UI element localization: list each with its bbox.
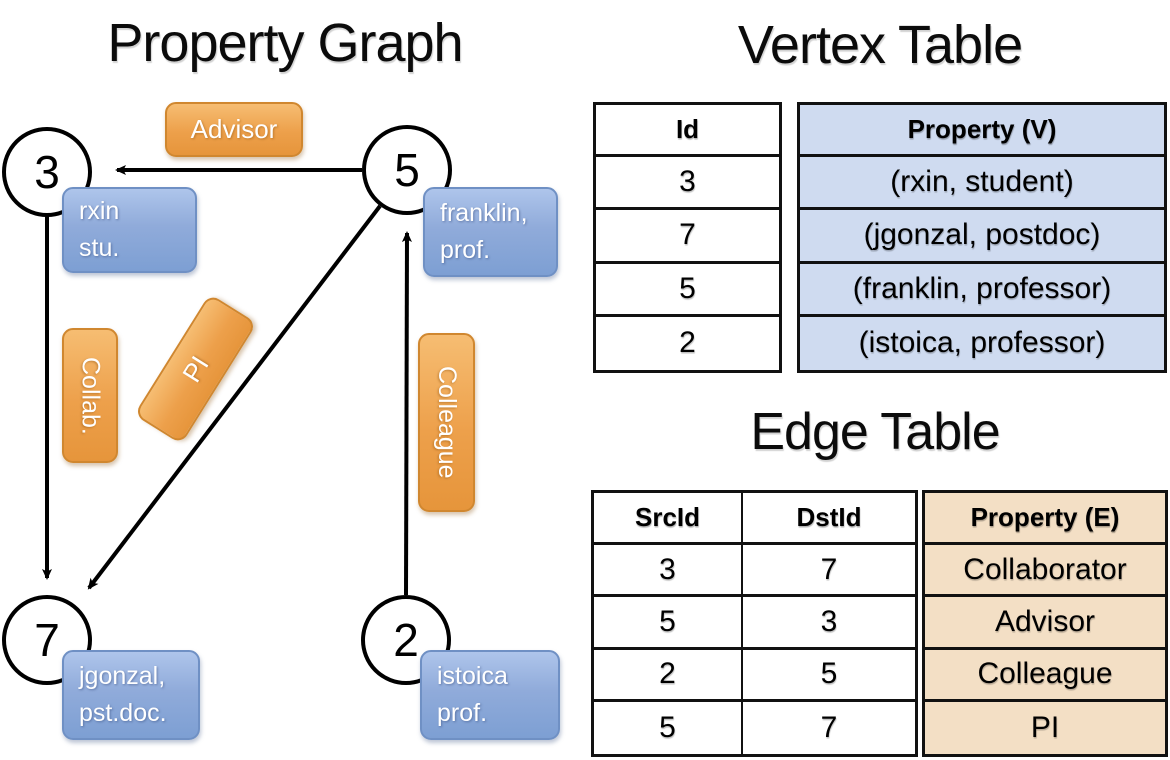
property-graph-title: Property Graph	[107, 13, 463, 73]
table-cell: 5	[743, 650, 915, 702]
vertex-property-pill-jgonzal: jgonzal, pst.doc.	[62, 650, 200, 740]
edge-pi-5-to-7	[87, 204, 382, 590]
pill-label: Colleague	[433, 366, 461, 479]
table-cell: 7	[743, 545, 915, 598]
edge-table-id-columns: SrcId DstId 3 7 5 3 2 5	[591, 490, 918, 757]
table-cell: (franklin, professor)	[800, 264, 1164, 317]
edge-table-title: Edge Table	[750, 403, 1000, 461]
pill-line: rxin	[79, 197, 120, 225]
pill-label: Collab.	[76, 356, 105, 435]
table-cell: (istoica, professor)	[858, 326, 1106, 360]
edge-table-property-column: Property (E) Collaborator Advisor Collea…	[922, 490, 1168, 757]
edge-label-pill-advisor: Advisor	[165, 102, 303, 157]
edge-table-header-property: Property (E)	[925, 493, 1165, 545]
pill-line: stu.	[79, 234, 120, 262]
edge-colleague-2-to-5	[401, 231, 412, 596]
vertex-circle-2: 2	[361, 595, 451, 685]
table-cell: 2	[594, 649, 743, 702]
vertex-table-title: Vertex Table	[737, 15, 1023, 75]
pill-line: prof.	[440, 236, 491, 264]
vertex-property-pill-franklin: franklin, prof.	[423, 187, 558, 277]
graph-edges-layer	[42, 165, 412, 596]
table-cell: 3	[596, 157, 779, 211]
vertex-table-property-column: Property (V) (rxin, student) (jgonzal, p…	[797, 102, 1167, 373]
vertex-table-header-property: Property (V)	[800, 105, 1164, 157]
table-cell: 7	[596, 210, 779, 264]
edge-table-header-srcid: SrcId	[594, 493, 743, 545]
pill-line: jgonzal,	[79, 662, 166, 690]
pill-label: PI	[175, 350, 215, 388]
edge-table-header-dstid: DstId	[743, 493, 915, 545]
table-cell: 5	[594, 597, 743, 650]
pill-line: pst.doc.	[79, 699, 167, 727]
edge-label-pill-collab: Collab.	[62, 328, 118, 463]
vertex-table-header-id: Id	[596, 105, 779, 157]
pill-line: franklin,	[440, 199, 528, 227]
table-cell: 7	[820, 710, 838, 744]
vertex-id-5: 5	[394, 144, 420, 196]
vertex-table-id-column: Id 3 7 5 2	[593, 102, 782, 373]
table-cell: (jgonzal, postdoc)	[800, 210, 1164, 264]
vertex-id-7: 7	[34, 614, 60, 666]
table-cell: Advisor	[925, 597, 1165, 650]
table-cell: 2	[679, 326, 696, 360]
vertex-circle-5: 5	[362, 125, 452, 215]
vertex-property-pill-istoica: istoica prof.	[420, 650, 560, 740]
pill-label: Advisor	[190, 114, 278, 144]
vertex-property-pill-rxin: rxin stu.	[62, 187, 197, 273]
vertex-id-2: 2	[393, 614, 419, 666]
table-cell: PI	[1030, 710, 1060, 744]
pill-line: istoica	[437, 662, 508, 690]
table-cell: 5	[594, 701, 743, 754]
pill-line: prof.	[437, 699, 488, 727]
edge-label-pill-colleague: Colleague	[418, 333, 475, 512]
table-cell: 3	[743, 597, 915, 650]
table-cell: Colleague	[925, 650, 1165, 702]
vertex-id-3: 3	[34, 146, 60, 198]
table-cell: Collaborator	[925, 545, 1165, 598]
table-cell: 3	[594, 545, 743, 598]
table-cell: 5	[596, 264, 779, 317]
table-cell: (rxin, student)	[800, 157, 1164, 211]
